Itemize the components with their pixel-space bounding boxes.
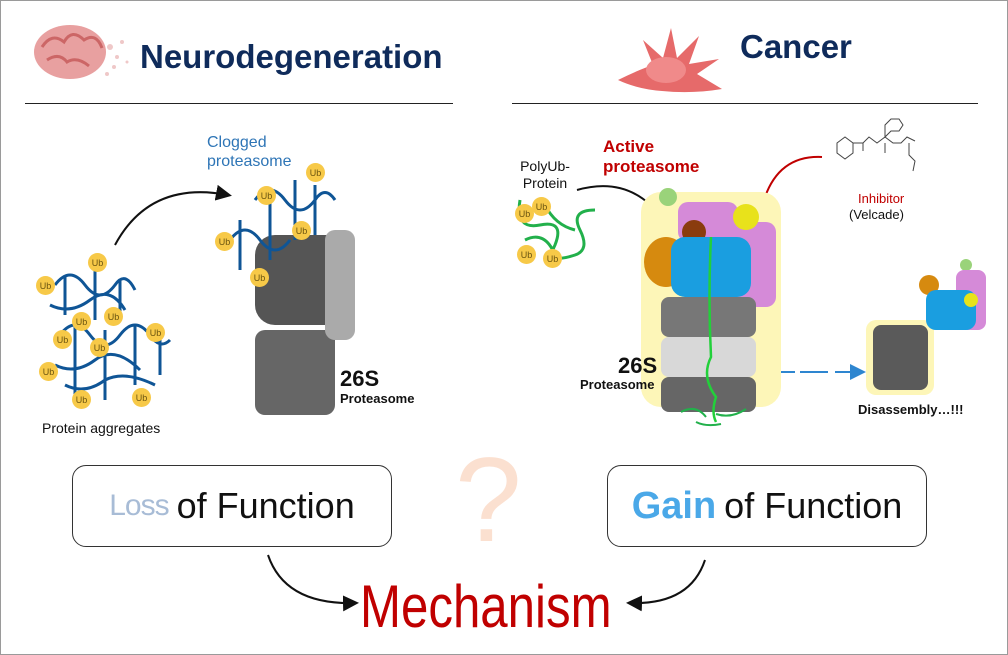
- ub-ball: Ub: [532, 197, 551, 216]
- velcade-structure: [836, 118, 916, 172]
- of-function-label: of Function: [724, 485, 903, 526]
- ub-ball: Ub: [132, 388, 151, 407]
- proteasome-label: Proteasome: [340, 391, 415, 406]
- ub-ball: Ub: [90, 338, 109, 357]
- loss-label: Loss: [109, 489, 169, 522]
- mechanism-label: Mechanism: [360, 573, 612, 640]
- brain-icon: [34, 25, 129, 79]
- right-divider: [512, 103, 978, 104]
- left-divider: [25, 103, 453, 104]
- polyub-protein-label: PolyUb-Protein: [520, 158, 570, 191]
- gain-of-function-box: Gain of Function: [607, 465, 927, 547]
- ub-ball: Ub: [292, 221, 311, 240]
- disassembled-proteasome-graphic: [866, 259, 986, 395]
- ub-ball: Ub: [257, 186, 276, 205]
- ub-ball: Ub: [104, 307, 123, 326]
- cancer-title: Cancer: [740, 28, 852, 65]
- gain-label: Gain: [631, 484, 717, 527]
- protein-aggregates-label: Protein aggregates: [42, 420, 161, 436]
- clogged-proteasome-label: Clogged proteasome: [207, 134, 292, 170]
- ub-ball: Ub: [36, 276, 55, 295]
- cancer-cell-icon: [618, 28, 722, 93]
- inhibitor-name: (Velcade): [849, 207, 904, 222]
- ub-ball: Ub: [88, 253, 107, 272]
- active-proteasome-label: Active proteasome: [603, 137, 700, 176]
- of-function-label: of Function: [176, 485, 355, 526]
- proteasome-label: Proteasome: [580, 377, 655, 392]
- loss-of-function-box: Loss of Function: [72, 465, 392, 547]
- ub-ball: Ub: [250, 268, 269, 287]
- ub-ball: Ub: [39, 362, 58, 381]
- ub-ball: Ub: [215, 232, 234, 251]
- question-mark: ?: [455, 433, 522, 567]
- protein-aggregates-graphic: [49, 270, 172, 400]
- ub-ball: Ub: [72, 390, 91, 409]
- ub-ball: Ub: [517, 245, 536, 264]
- ub-ball: Ub: [306, 163, 325, 182]
- neurodegeneration-title: Neurodegeneration: [140, 38, 443, 75]
- disassembly-label: Disassembly…!!!: [858, 402, 964, 417]
- clogged-proteasome-graphic: [228, 180, 355, 415]
- inhibitor-label: Inhibitor: [858, 191, 905, 206]
- proteasome-size-label: 26S: [618, 353, 658, 378]
- ub-ball: Ub: [72, 312, 91, 331]
- ub-ball: Ub: [53, 330, 72, 349]
- proteasome-size-label: 26S: [340, 366, 380, 391]
- ub-ball: Ub: [146, 323, 165, 342]
- ub-ball: Ub: [515, 204, 534, 223]
- active-proteasome-graphic: [641, 188, 781, 427]
- ub-ball: Ub: [543, 249, 562, 268]
